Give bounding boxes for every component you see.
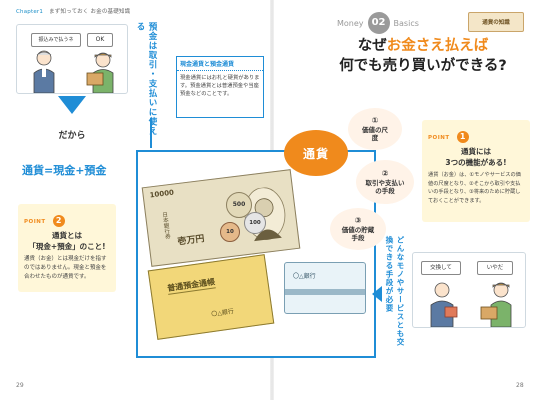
title-emphasis: お金さえ払えば xyxy=(386,38,489,54)
tag-number-badge: 02 xyxy=(367,12,390,34)
bill-value: 壱万円 xyxy=(177,234,206,248)
category-label: 通貨の知識 xyxy=(482,20,510,26)
barter-person-right-illustration xyxy=(480,282,512,327)
point2-header: POINT 2 xyxy=(18,204,116,227)
point1-number: 1 xyxy=(456,131,469,143)
point2-box: POINT 2 通貨とは 「現金+預金」のこと! 通貨（お金）とは現金だけを指す… xyxy=(18,204,116,292)
tsuka-label: 通貨 xyxy=(302,146,329,161)
speech-bubble-ok: OK xyxy=(87,33,113,47)
section-tag: Money 02 Basics xyxy=(337,12,419,34)
deposit-usage-vertical: 預金は取引・支払いに使える xyxy=(135,22,157,136)
category-bill-tag: 通貨の知識 xyxy=(468,12,524,32)
chapter-title: まず知っておく お金の基礎知識 xyxy=(49,9,131,15)
page-number-right: 28 xyxy=(516,382,524,389)
info-box-title: 現金通貨と預金通貨 xyxy=(177,57,263,71)
function-bubble-1: ① 価値の尺度 xyxy=(348,108,402,150)
info-box: 現金通貨と預金通貨 現金通貨にはお札と硬貨があります。預金通貨とは普通預金や当座… xyxy=(176,56,264,118)
speech-bubble-transfer: 振込みで払うネ xyxy=(31,33,81,47)
tag-basics: Basics xyxy=(393,18,419,28)
bill-issuer: 日本銀行券 xyxy=(160,211,171,240)
point1-title: 通貨には 3つの機能がある! xyxy=(445,147,507,167)
point1-body: 通貨（お金）は、①モノやサービスの価値の尺度となり、②そこから取引や支払いの手段… xyxy=(428,172,521,204)
coin-10: 10 xyxy=(220,222,240,242)
running-header: Chapter1 まず知っておく お金の基礎知識 xyxy=(16,7,130,15)
speech-bubble-refuse: いやだ xyxy=(477,261,513,275)
transfer-scene-panel: 振込みで払うネ OK xyxy=(16,24,128,94)
down-arrow-left xyxy=(58,96,86,114)
coin-100: 100 xyxy=(244,212,266,234)
function-bubble-2: ② 取引や支払いの手段 xyxy=(356,160,414,204)
title-line2: 何でも売り買いができる? xyxy=(339,58,507,74)
info-box-body: 現金通貨にはお札と硬貨があります。預金通貨とは普通預金や当座預金などのことです。 xyxy=(180,75,260,97)
function-bubble-3: ③ 価値の貯蔵手段 xyxy=(330,208,386,250)
barter-scene-panel: 交換して いやだ xyxy=(412,252,526,328)
card-bank: 〇△銀行 xyxy=(293,273,316,280)
title-prefix: なぜ xyxy=(357,38,387,54)
chapter-label: Chapter1 xyxy=(16,9,44,15)
bill-number: 10000 xyxy=(149,188,175,200)
currency-formula: 通貨=現金+預金 xyxy=(22,164,107,177)
bankbook-title: 普通預金通帳 xyxy=(166,276,216,295)
page-number-left: 29 xyxy=(16,382,24,389)
speech-bubble-exchange: 交換して xyxy=(421,261,461,275)
card-stripe xyxy=(285,289,365,295)
point2-title: 通貨とは 「現金+預金」のこと! xyxy=(28,231,106,251)
exchange-need-vertical: どんなモノやサービスとも交換できる手段が必要 xyxy=(385,236,405,347)
barter-person-left-illustration xyxy=(430,282,458,327)
point1-box: POINT 1 通貨には 3つの機能がある! 通貨（お金）は、①モノやサービスの… xyxy=(422,120,530,222)
dakara-label: だから xyxy=(58,131,86,141)
tsuka-badge: 通貨 xyxy=(284,130,348,176)
page-title: なぜお金さえ払えば 何でも売り買いができる? xyxy=(318,36,528,76)
connector-line xyxy=(145,118,152,148)
bankbook-bank: 〇△銀行 xyxy=(210,307,235,319)
tag-series: Money xyxy=(337,18,364,28)
point2-body: 通貨（お金）とは現金だけを指すのではありません。現金と預金を合わせたものが通貨で… xyxy=(24,256,107,280)
cash-card: 〇△銀行 xyxy=(284,262,366,314)
point2-number: 2 xyxy=(52,215,65,227)
left-arrow xyxy=(372,286,382,302)
businessman-illustration xyxy=(33,50,55,93)
point1-header: POINT 1 xyxy=(422,120,530,143)
delivery-man-illustration xyxy=(86,52,114,93)
